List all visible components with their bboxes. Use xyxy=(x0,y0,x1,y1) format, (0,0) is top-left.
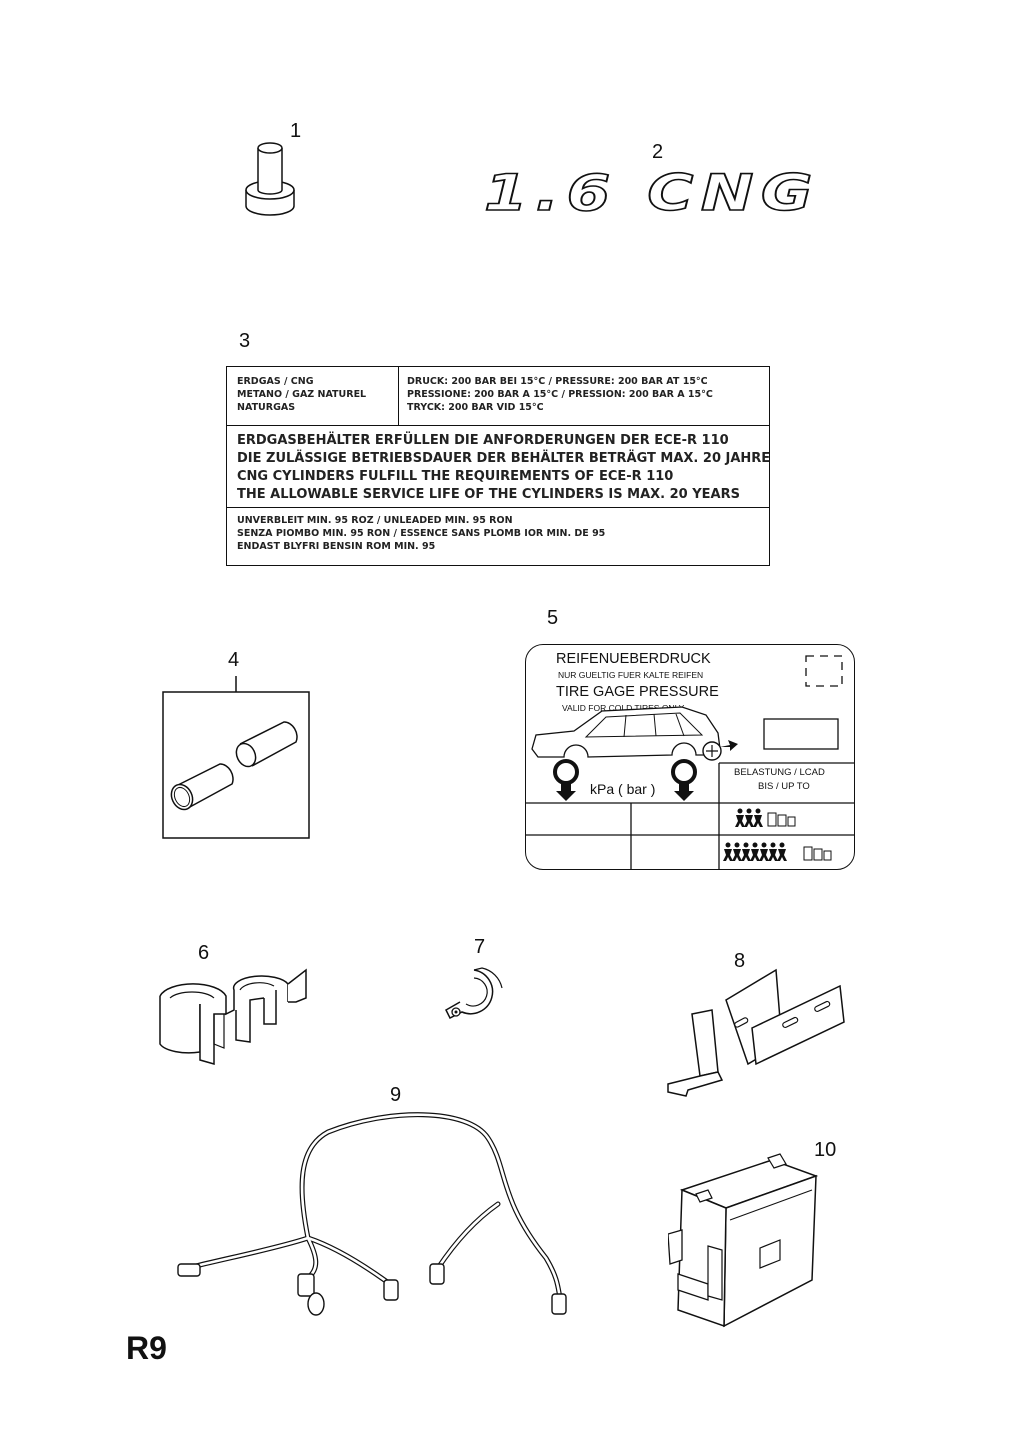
requirement-line: DIE ZULÄSSIGE BETRIEBSDAUER DER BEHÄLTER… xyxy=(237,451,771,466)
part-9-wiring-harness xyxy=(168,1108,588,1318)
tire-title-en: TIRE GAGE PRESSURE xyxy=(556,684,719,700)
luggage-icon xyxy=(767,812,796,827)
fuel-grade-line: ENDAST BLYFRI BENSIN ROM MIN. 95 xyxy=(237,541,436,552)
tire-title-de: REIFENUEBERDRUCK xyxy=(556,651,711,667)
part-6-pipe-clip xyxy=(156,944,312,1068)
callout-8: 8 xyxy=(734,950,746,972)
load-line-2: BIS / UP TO xyxy=(758,781,810,792)
requirement-line: CNG CYLINDERS FULFILL THE REQUIREMENTS O… xyxy=(237,469,674,484)
fuel-grade-line: SENZA PIOMBO MIN. 95 RON / ESSENCE SANS … xyxy=(237,528,606,539)
part-4-sleeves xyxy=(162,676,312,840)
part-8-bracket xyxy=(664,964,848,1106)
callout-7: 7 xyxy=(474,936,486,958)
callout-1: 1 xyxy=(290,120,302,142)
callout-9: 9 xyxy=(390,1084,402,1106)
callout-10: 10 xyxy=(814,1139,837,1161)
fuel-grade-line: UNVERBLEIT MIN. 95 ROZ / UNLEADED MIN. 9… xyxy=(237,515,513,526)
callout-6: 6 xyxy=(198,942,210,964)
part-1-stud-icon xyxy=(238,138,302,222)
connector-icon xyxy=(177,1263,567,1316)
fuel-grade-block: UNVERBLEIT MIN. 95 ROZ / UNLEADED MIN. 9… xyxy=(227,508,769,553)
fuel-name-line: NATURGAS xyxy=(237,402,296,413)
tire-subtitle-en: VALID FOR COLD TIRES ONLY xyxy=(562,703,685,713)
part-7-p-clip xyxy=(440,962,510,1026)
page-code: R9 xyxy=(126,1330,167,1366)
part-2-badge: 1.6 CNG xyxy=(480,160,830,224)
callout-3: 3 xyxy=(239,330,251,352)
pressure-line: PRESSIONE: 200 BAR A 15°C / PRESSION: 20… xyxy=(407,389,713,400)
part-3-cng-label: ERDGAS / CNG METANO / GAZ NATUREL NATURG… xyxy=(226,366,770,566)
requirement-line: ERDGASBEHÄLTER ERFÜLLEN DIE ANFORDERUNGE… xyxy=(237,433,729,448)
car-icon xyxy=(531,706,721,758)
load-line-1: BELASTUNG / LCAD xyxy=(734,767,825,778)
part-10-control-module xyxy=(668,1150,828,1328)
pressure-line: DRUCK: 200 BAR BEI 15°C / PRESSURE: 200 … xyxy=(407,376,708,387)
pressure-line: TRYCK: 200 BAR VID 15°C xyxy=(407,402,544,413)
requirement-line: THE ALLOWABLE SERVICE LIFE OF THE CYLIND… xyxy=(237,487,740,502)
passengers-7-icon xyxy=(723,842,787,861)
callout-5: 5 xyxy=(547,607,559,629)
requirements-block: ERDGASBEHÄLTER ERFÜLLEN DIE ANFORDERUNGE… xyxy=(227,426,771,508)
callout-2: 2 xyxy=(652,141,664,163)
fuel-name-line: METANO / GAZ NATUREL xyxy=(237,389,367,400)
fuel-name-line: ERDGAS / CNG xyxy=(237,376,314,387)
passengers-3-icon xyxy=(735,808,763,827)
part-5-tire-pressure-label: REIFENUEBERDRUCK NUR GUELTIG FUER KALTE … xyxy=(525,644,855,870)
callout-4: 4 xyxy=(228,649,240,671)
badge-text: 1.6 CNG xyxy=(484,164,820,222)
fuel-names-cell: ERDGAS / CNG METANO / GAZ NATUREL NATURG… xyxy=(227,367,399,425)
tire-unit-label: kPa ( bar ) xyxy=(590,781,656,797)
tire-subtitle-de: NUR GUELTIG FUER KALTE REIFEN xyxy=(558,670,704,680)
pressure-cell: DRUCK: 200 BAR BEI 15°C / PRESSURE: 200 … xyxy=(399,367,769,425)
